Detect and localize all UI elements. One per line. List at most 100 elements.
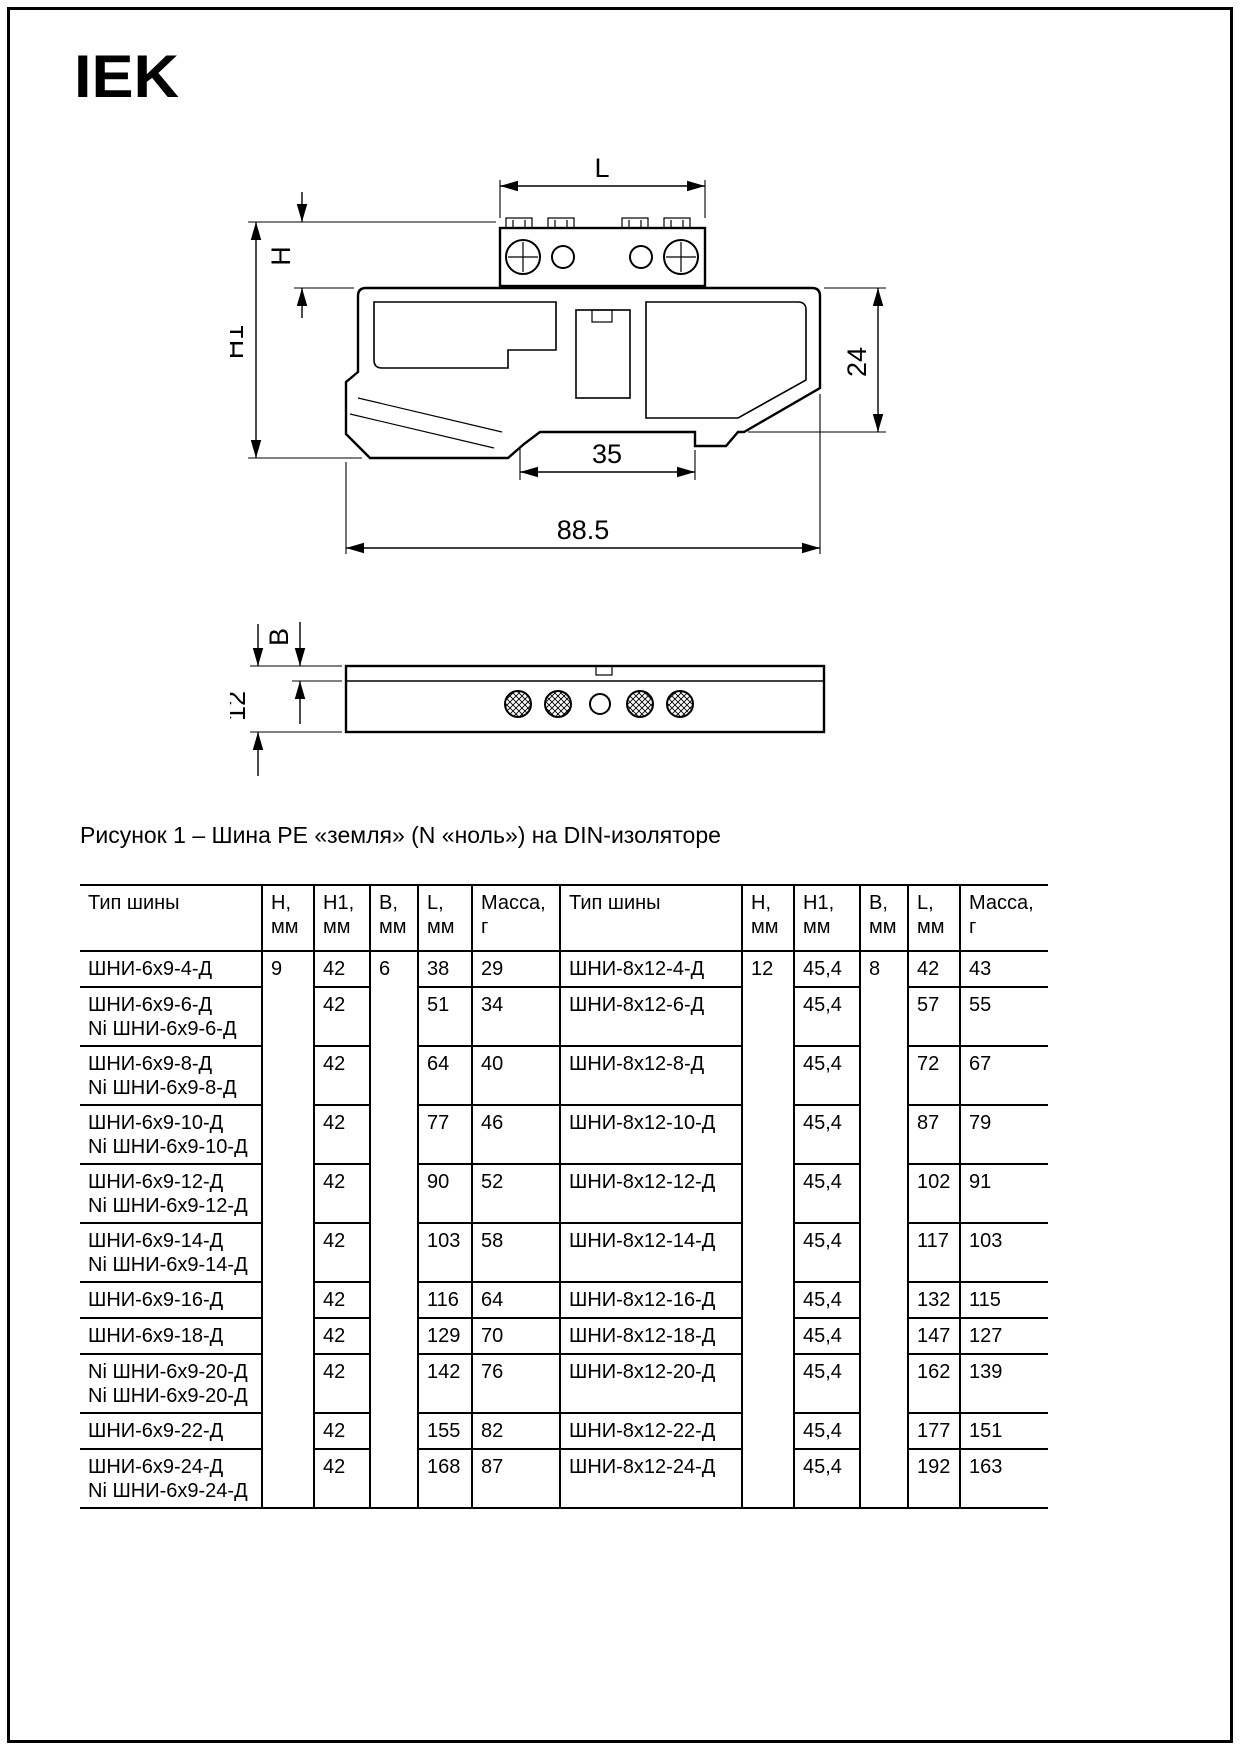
figure-caption: Рисунок 1 – Шина PE «земля» (N «ноль») н… — [80, 822, 721, 848]
col-header-m2: Масса,г — [959, 884, 1048, 952]
dim-label-L: L — [594, 153, 609, 183]
col-header-b: B,мм — [369, 884, 419, 952]
cell-type2: ШНИ-8х12-24-Д — [559, 1448, 743, 1509]
cell-m2: 163 — [959, 1448, 1048, 1509]
cell-type1: ШНИ-6х9-18-Д — [80, 1317, 263, 1355]
col-header-type1: Тип шины — [80, 884, 263, 952]
insulator-body-outline — [344, 286, 822, 460]
cell-h12: 45,4 — [793, 1317, 861, 1355]
dimension-35: 35 — [519, 439, 696, 480]
col-header-type2: Тип шины — [559, 884, 743, 952]
cell-type1: ШНИ-6х9-4-Д — [80, 950, 263, 988]
cell-h1: 42 — [313, 1045, 371, 1106]
cell-l: 38 — [417, 950, 473, 988]
cell-h12: 45,4 — [793, 1104, 861, 1165]
cell-h1: 42 — [313, 1163, 371, 1224]
dim-label-35: 35 — [592, 439, 622, 469]
cell-l2: 162 — [907, 1353, 961, 1414]
dimension-12: 12 — [230, 624, 342, 776]
dim-label-12: 12 — [230, 691, 251, 721]
clamp-top-1 — [505, 217, 533, 229]
dim-label-88-5: 88.5 — [557, 515, 610, 545]
cell-type2: ШНИ-8х12-8-Д — [559, 1045, 743, 1106]
cell-b2: 8 — [859, 950, 909, 1509]
dimension-88-5: 88.5 — [345, 394, 821, 554]
cell-mass: 52 — [471, 1163, 561, 1224]
cell-type2: ШНИ-8х12-22-Д — [559, 1412, 743, 1450]
page-border-frame — [7, 7, 1233, 1743]
cell-l2: 57 — [907, 986, 961, 1047]
dim-label-H1: H1 — [230, 325, 249, 360]
inner-contour-right — [645, 301, 807, 419]
cell-l: 116 — [417, 1281, 473, 1319]
cell-m2: 151 — [959, 1412, 1048, 1450]
cell-h1: 42 — [313, 950, 371, 988]
cell-l: 129 — [417, 1317, 473, 1355]
cell-h1: 42 — [313, 1448, 371, 1509]
top-view — [344, 664, 826, 734]
col-header-h12: H1, мм — [793, 884, 861, 952]
cell-h12: 45,4 — [793, 1045, 861, 1106]
cell-h2: 12 — [741, 950, 795, 1509]
cell-l2: 147 — [907, 1317, 961, 1355]
cell-h: 9 — [261, 950, 315, 1509]
table-row: ШНИ-6х9-4-Д 9 42 6 38 29 ШНИ-8х12-4-Д 12… — [80, 950, 1048, 1509]
cell-h1: 42 — [313, 1412, 371, 1450]
col-header-l2: L,мм — [907, 884, 961, 952]
cell-m2: 139 — [959, 1353, 1048, 1414]
cell-l: 77 — [417, 1104, 473, 1165]
cell-mass: 40 — [471, 1045, 561, 1106]
spring-clip-lines — [349, 397, 503, 449]
cell-h1: 42 — [313, 1281, 371, 1319]
col-header-h2: H,мм — [741, 884, 795, 952]
clamp-top-4 — [663, 217, 691, 229]
dim-label-H: H — [266, 246, 296, 266]
iek-logo: IEK — [74, 43, 180, 110]
cell-l: 168 — [417, 1448, 473, 1509]
dimension-L: L — [499, 153, 706, 218]
cell-mass: 46 — [471, 1104, 561, 1165]
cell-mass: 58 — [471, 1222, 561, 1283]
cell-type2: ШНИ-8х12-10-Д — [559, 1104, 743, 1165]
table-header-row: Тип шины H,мм H1,мм B,мм L,мм Масса,г Ти… — [80, 884, 1048, 952]
cell-type2: ШНИ-8х12-6-Д — [559, 986, 743, 1047]
clamp-top-3 — [621, 217, 649, 229]
cell-l: 155 — [417, 1412, 473, 1450]
center-post-notch — [591, 309, 613, 323]
top-view-body — [344, 664, 826, 734]
cell-type1: ШНИ-6х9-22-Д — [80, 1412, 263, 1450]
screw-head-icon — [626, 690, 654, 718]
cell-type2: ШНИ-8х12-4-Д — [559, 950, 743, 988]
cell-h12: 45,4 — [793, 1281, 861, 1319]
cell-mass: 64 — [471, 1281, 561, 1319]
screw-head-icon — [666, 690, 694, 718]
cell-m2: 79 — [959, 1104, 1048, 1165]
cell-m2: 43 — [959, 950, 1048, 988]
cell-l2: 177 — [907, 1412, 961, 1450]
cell-mass: 29 — [471, 950, 561, 988]
cell-b: 6 — [369, 950, 419, 1509]
cell-h1: 42 — [313, 1317, 371, 1355]
cell-l: 64 — [417, 1045, 473, 1106]
col-header-l: L,мм — [417, 884, 473, 952]
cell-type2: ШНИ-8х12-14-Д — [559, 1222, 743, 1283]
cell-h1: 42 — [313, 1104, 371, 1165]
cell-type2: ШНИ-8х12-20-Д — [559, 1353, 743, 1414]
col-header-h1: H1,мм — [313, 884, 371, 952]
cell-mass: 82 — [471, 1412, 561, 1450]
dim-label-24: 24 — [842, 347, 872, 377]
cell-mass: 76 — [471, 1353, 561, 1414]
screw-head-icon — [589, 693, 611, 715]
col-header-b2: B,мм — [859, 884, 909, 952]
cell-l2: 42 — [907, 950, 961, 988]
